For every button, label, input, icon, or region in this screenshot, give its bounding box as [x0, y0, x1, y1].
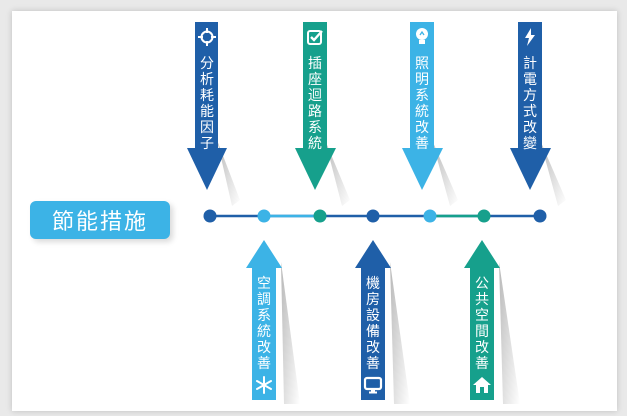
- arrow-server-room: [355, 240, 391, 400]
- arrow-public-space: [464, 240, 500, 400]
- arrow-shadow: [281, 262, 300, 404]
- label-socket-circuit: 插座迴路系統: [308, 56, 322, 152]
- label-public-space-improve: 公共空間改善: [475, 276, 489, 372]
- timeline-dot: [203, 209, 217, 223]
- lightbulb-icon: [412, 26, 432, 46]
- arrow-aircon: [246, 240, 282, 400]
- timeline-dot: [257, 209, 271, 223]
- label-analyze-factors: 分析耗能因子: [200, 56, 214, 152]
- timeline-dot: [533, 209, 547, 223]
- label-metering-change: 計電方式改變: [523, 56, 537, 152]
- label-aircon-improve: 空調系統改善: [257, 276, 271, 372]
- label-server-room-improve: 機房設備改善: [366, 276, 380, 372]
- lightning-icon: [520, 27, 540, 47]
- snowflake-icon: [254, 375, 274, 395]
- label-lighting-improve: 照明系統改善: [415, 56, 429, 152]
- arrow-socket: [295, 22, 336, 190]
- crosshair-icon: [197, 27, 217, 47]
- title-text: 節能措施: [51, 210, 148, 235]
- arrow-analyze: [187, 22, 227, 190]
- arrow-shadow: [390, 262, 410, 404]
- arrow-shadow: [499, 262, 520, 404]
- checkbox-icon: [305, 27, 325, 47]
- title-box: 節能措施: [30, 201, 170, 239]
- arrow-lighting: [402, 22, 443, 190]
- house-icon: [472, 375, 492, 395]
- timeline-dot: [313, 209, 327, 223]
- timeline-dot: [366, 209, 380, 223]
- timeline-dot: [423, 209, 437, 223]
- timeline-dot: [477, 209, 491, 223]
- monitor-icon: [363, 375, 383, 395]
- arrow-metering: [510, 22, 551, 190]
